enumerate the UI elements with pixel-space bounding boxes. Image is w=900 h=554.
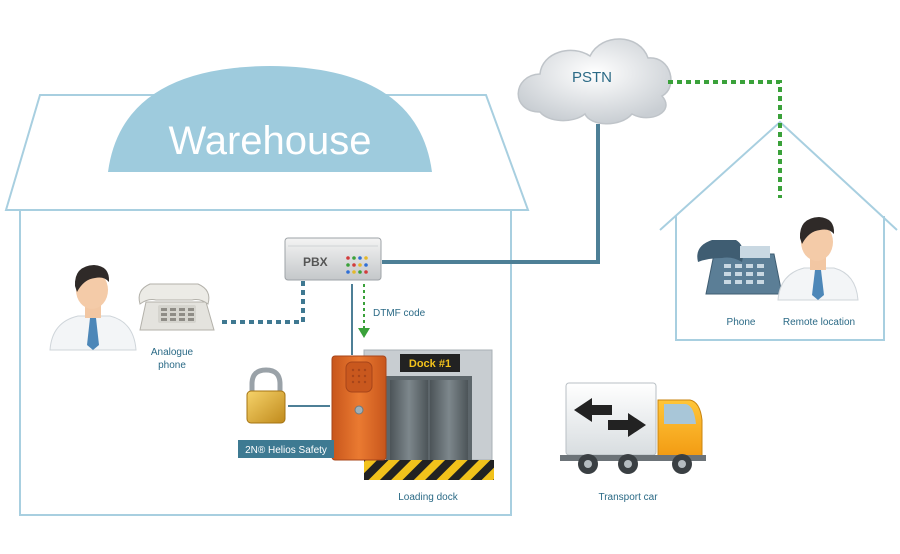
hazard-stripes [364,460,494,480]
remote-phone-label: Phone [727,317,756,328]
swap-arrows-icon [574,398,646,437]
pbx-pstn-line [382,124,600,264]
dtmf-arrow [358,284,370,338]
person-remote-icon [777,217,859,301]
transport-car-label: Transport car [598,492,658,503]
loading-dock: Dock #1 [363,349,494,480]
dtmf-label: DTMF code [373,308,426,319]
helios-label-box [238,440,334,458]
warehouse-building: Warehouse [4,66,530,516]
pstn-label: PSTN [572,69,612,86]
helios-label: 2N® Helios Safety [245,445,327,456]
pstn-remote-dotted-line [668,80,782,198]
dock-door-right [430,380,468,460]
analogue-phone-label-line2: phone [158,360,186,371]
pstn-cloud: PSTN [517,38,672,125]
analogue-phone-icon [138,283,215,331]
dock-door-left [390,380,428,460]
pbx-device: PBX [284,237,382,281]
dock-sign [400,354,460,372]
person-warehouse-icon [49,265,137,351]
helios-intercom-icon [331,355,387,461]
pbx-status-leds-icon [346,256,368,274]
phone-pbx-dotted-line [222,278,305,324]
warehouse-roof-dome [108,66,432,172]
analogue-phone-label-line1: Analogue [151,347,194,358]
dock-sign-text: Dock #1 [409,358,451,370]
transport-truck-icon [560,382,706,474]
pbx-label: PBX [303,255,328,269]
padlock-icon [246,367,286,424]
remote-house [659,120,898,341]
loading-dock-label: Loading dock [398,492,458,503]
remote-phone-icon [697,240,783,295]
remote-location-label: Remote location [783,317,855,328]
warehouse-title: Warehouse [168,119,371,163]
